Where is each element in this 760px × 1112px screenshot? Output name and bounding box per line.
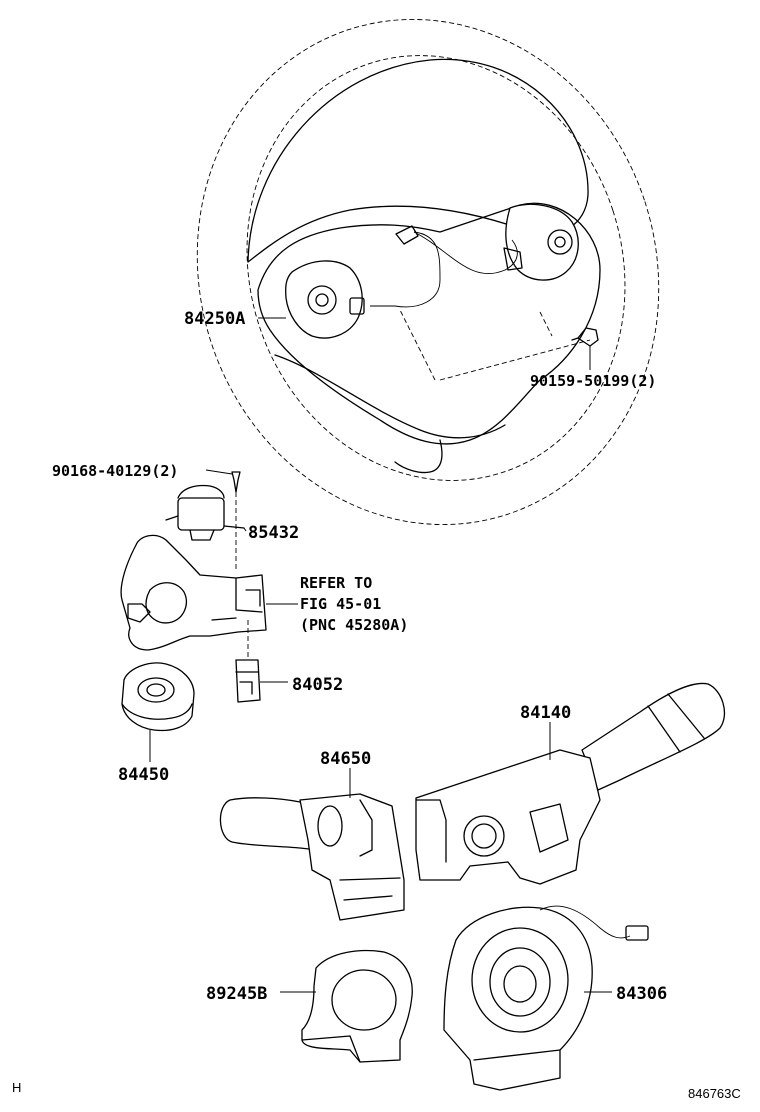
label-84140: 84140	[520, 703, 571, 723]
label-84052: 84052	[292, 675, 343, 695]
label-refer-to: REFER TO	[300, 574, 372, 592]
label-84450: 84450	[118, 765, 169, 785]
combination-switch-body-illustration	[120, 534, 267, 703]
label-85432: 85432	[248, 523, 299, 543]
label-90168-40129: 90168-40129(2)	[52, 462, 178, 480]
steering-wheel-illustration	[196, 19, 660, 525]
leader-lines	[149, 317, 612, 993]
switch-84140-illustration	[415, 682, 725, 885]
label-90159-50199: 90159-50199(2)	[530, 372, 656, 390]
label-84650: 84650	[320, 749, 371, 769]
spiral-cable-84306-illustration	[443, 905, 649, 1091]
sensor-89245b-illustration	[301, 949, 413, 1063]
switch-84450-illustration	[121, 662, 195, 732]
label-fig-45-01: FIG 45-01	[300, 595, 381, 613]
diagram-code: 846763C	[688, 1086, 741, 1101]
corner-mark: H	[12, 1080, 21, 1095]
label-84306: 84306	[616, 984, 667, 1004]
label-pnc-45280a: (PNC 45280A)	[300, 616, 408, 634]
label-84250a: 84250A	[184, 309, 245, 329]
switch-84650-illustration	[219, 793, 405, 921]
label-89245b: 89245B	[206, 984, 267, 1004]
switch-85432-illustration	[165, 471, 245, 570]
